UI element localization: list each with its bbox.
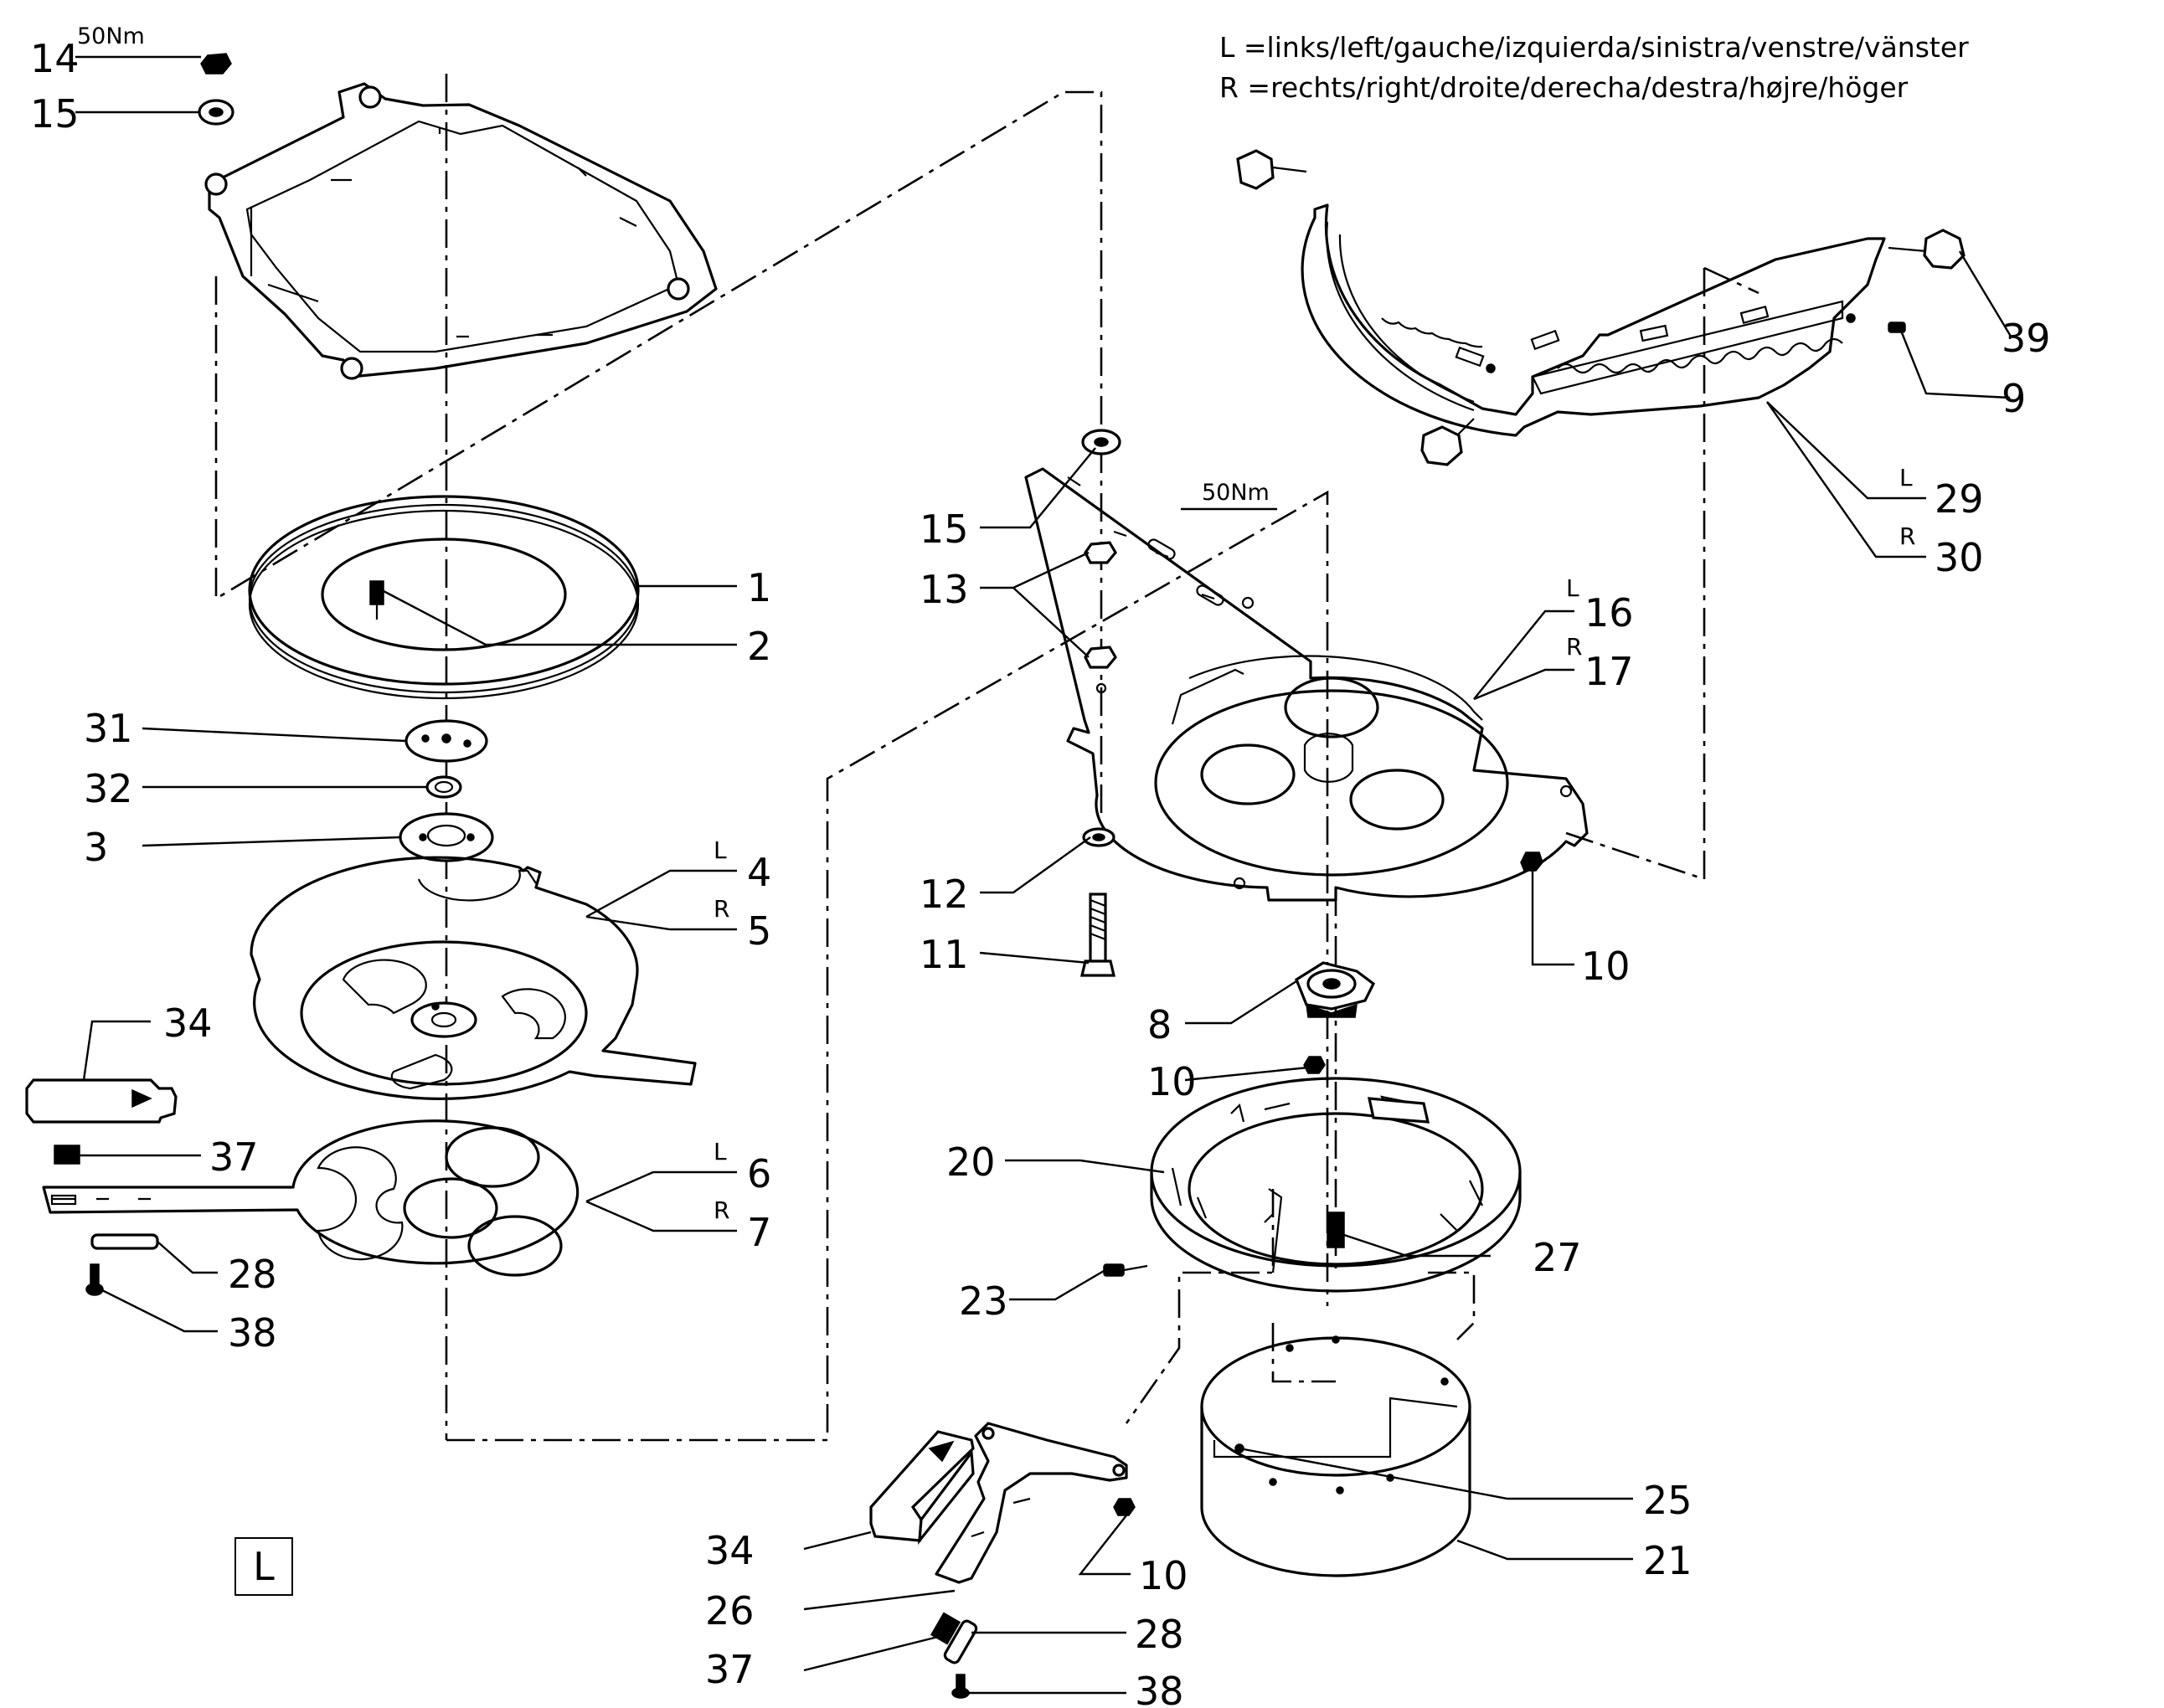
callout-13: 13 [920,567,969,612]
callout-17-side: R [1566,633,1582,661]
callout-2: 2 [747,624,771,669]
callout-37-bottom: 37 [705,1647,755,1692]
callout-14: 14 [30,36,80,81]
nuts-part-13 [1084,541,1117,694]
callout-16-side: L [1566,574,1579,602]
handle-part-34-bottom [869,1430,975,1546]
callout-4-side: L [714,836,727,864]
callout-21: 21 [1643,1538,1693,1583]
cylinder-part-21 [1200,1335,1471,1577]
callout-10-c: 10 [1139,1553,1188,1598]
callout-16: 16 [1584,590,1634,635]
washer-part-15-center [1081,429,1121,455]
bushing-part-8 [1295,961,1376,1018]
callout-39: 39 [2002,316,2051,361]
ring-part-32 [425,775,462,799]
nut-part-10-b [1303,1056,1326,1074]
bolt-part-11 [1079,893,1116,977]
callout-15: 15 [30,91,80,136]
callout-1: 1 [747,565,771,610]
handle-part-34-left [25,1078,178,1124]
callout-38-bottom: 38 [1135,1669,1184,1708]
callout-28-left: 28 [228,1252,277,1297]
nut-part-10-a [1520,851,1543,872]
leader-lines [75,55,2012,1695]
callout-25: 25 [1643,1478,1693,1523]
ring-disc-part-1 [248,495,640,700]
callout-3: 3 [84,825,108,870]
callout-7: 7 [747,1210,771,1255]
callout-27: 27 [1533,1235,1582,1280]
callout-4: 4 [747,850,771,895]
screw-part-2 [369,580,384,620]
callout-labels: 14 15 1 2 31 32 3 L 4 R 5 34 37 L 6 R 7 … [30,36,2051,1708]
callout-5-side: R [714,895,729,923]
callout-10-a: 10 [1581,944,1631,989]
callout-8: 8 [1147,1002,1172,1047]
legend-right: R =rechts/right/droite/derecha/destra/hø… [1219,71,1909,104]
torque-label-part-14: 50Nm [77,23,145,49]
screw-part-23 [1103,1263,1148,1277]
callout-12: 12 [920,872,969,917]
callout-9: 9 [2002,376,2026,421]
washer-part-15-top [198,99,234,126]
screw-part-38-left [85,1263,104,1296]
callout-15-center: 15 [920,507,969,552]
pin-part-28-left [90,1233,159,1250]
knob-part-39 [1888,229,1966,270]
washer-part-12 [1082,827,1115,847]
callout-34-bottom: 34 [705,1528,755,1573]
lever-plate-part-6-7 [42,1119,580,1277]
callout-37-left: 37 [209,1134,259,1180]
legend-left: L =links/left/gauche/izquierda/sinistra/… [1219,31,1969,64]
callout-30-side: R [1899,522,1915,550]
nut-part-10-c [1113,1498,1136,1516]
spring-part-37-bottom [930,1612,961,1645]
torque-label-part-13: 50Nm [1202,480,1270,506]
callout-38-left: 38 [228,1310,277,1356]
spring-part-37-left [54,1145,80,1165]
callout-28-bottom: 28 [1135,1612,1184,1657]
side-indicator-box: L [234,1537,293,1596]
callout-20: 20 [946,1140,996,1185]
knob-part-39-left [1236,149,1307,190]
mounting-plate [204,82,718,380]
callout-26: 26 [705,1588,755,1633]
flange-part-3 [399,812,494,862]
knob-part-39-lower [1420,418,1475,466]
callout-6: 6 [747,1151,771,1196]
screw-part-38-bottom [951,1674,970,1699]
callout-29-side: L [1899,464,1913,491]
callout-30: 30 [1935,535,1984,580]
pin-part-28-bottom [943,1619,978,1664]
callout-31: 31 [84,706,133,751]
callout-17: 17 [1584,649,1634,694]
flange-part-31 [404,719,488,763]
callout-10-b: 10 [1147,1059,1197,1104]
callout-7-side: R [714,1196,729,1224]
screw-part-9 [1888,322,1906,333]
callout-23: 23 [959,1278,1008,1324]
cam-plate-part-4-5 [250,856,697,1100]
callout-32: 32 [84,766,133,811]
callout-11: 11 [920,932,969,977]
callout-29: 29 [1935,476,1984,522]
callout-5: 5 [747,908,771,954]
ring-part-20 [1150,1077,1522,1293]
callout-6-side: L [714,1138,727,1165]
callout-34-left: 34 [163,1001,213,1046]
nut-part-14 [200,53,232,75]
lever-part-26 [935,1422,1128,1584]
curved-guide-part-29-30 [1301,203,1886,437]
